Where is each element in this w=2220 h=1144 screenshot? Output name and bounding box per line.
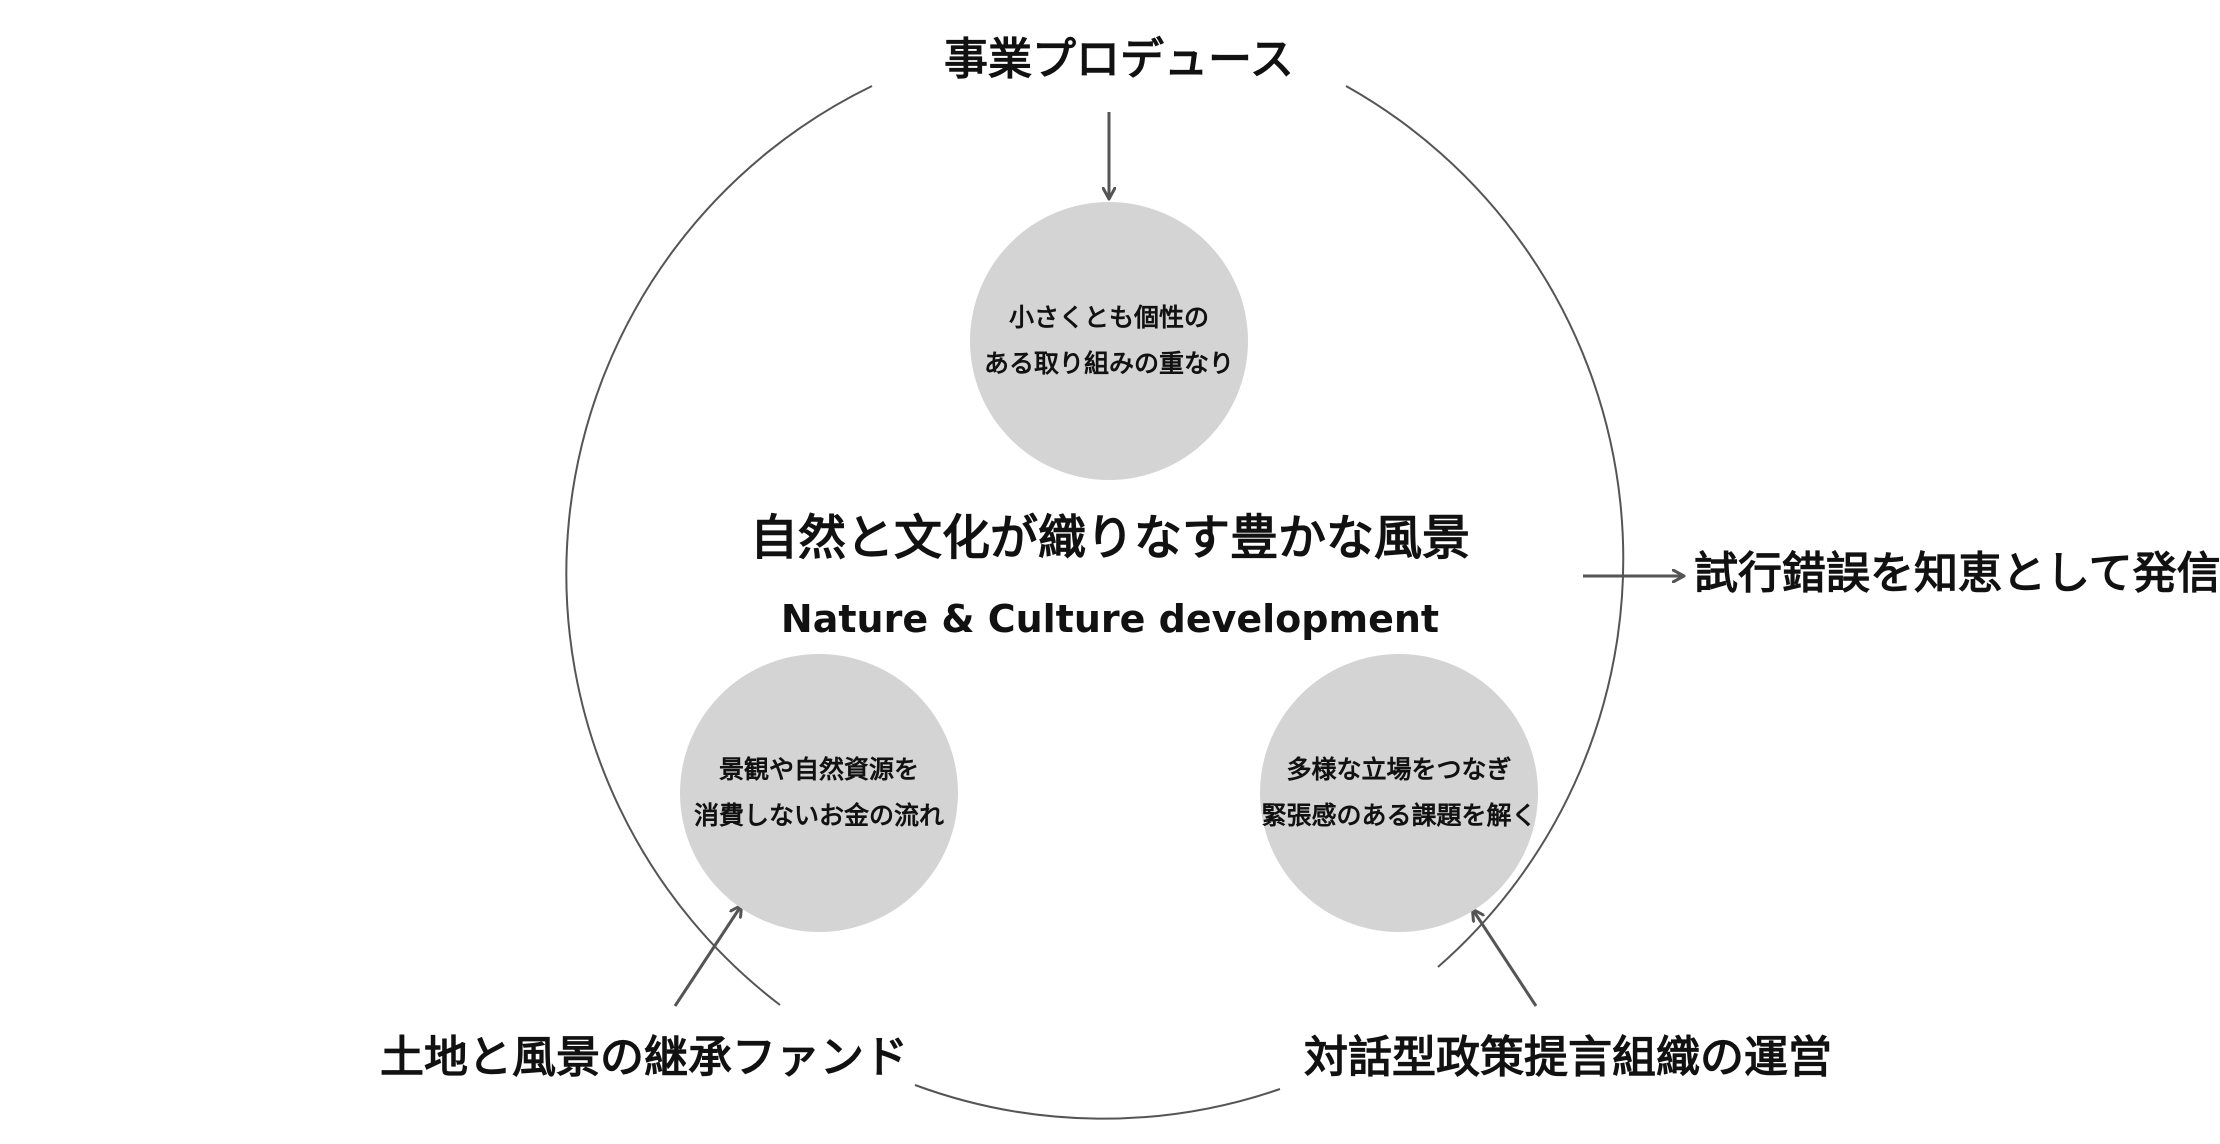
center-subtitle: Nature & Culture development (780, 597, 1440, 641)
outer-arc-bottom (914, 1084, 1281, 1120)
outer-circle (565, 85, 1625, 1120)
top-label: 事業プロデュース (944, 34, 1294, 85)
right-label: 試行錯誤を知恵として発信 (1694, 548, 2220, 599)
outer-arc-right (1345, 85, 1625, 968)
outer-arc-left (565, 85, 873, 1006)
bubble-right-line1: 多様な立場をつなぎ (1286, 755, 1512, 784)
bottom-left-label: 土地と風景の継承ファンド (380, 1032, 908, 1083)
bubble-top-line1: 小さくとも個性の (1008, 303, 1209, 332)
arrow-bottom-right (1473, 910, 1538, 1007)
bubble-right-line2: 緊張感のある課題を解く (1261, 801, 1537, 830)
bubble-left-line1: 景観や自然資源を (718, 755, 919, 784)
bubble-right: 多様な立場をつなぎ 緊張感のある課題を解く (1260, 654, 1538, 932)
bubble-left-line2: 消費しないお金の流れ (693, 801, 944, 830)
center-title: 自然と文化が織りなす豊かな風景 (749, 510, 1470, 566)
bubble-left: 景観や自然資源を 消費しないお金の流れ (680, 654, 958, 932)
bubble-top-line2: ある取り組みの重なり (983, 349, 1234, 378)
arrow-bottom-left (673, 906, 741, 1007)
bubble-top: 小さくとも個性の ある取り組みの重なり (970, 202, 1248, 480)
bottom-right-label: 対話型政策提言組織の運営 (1304, 1032, 1832, 1083)
